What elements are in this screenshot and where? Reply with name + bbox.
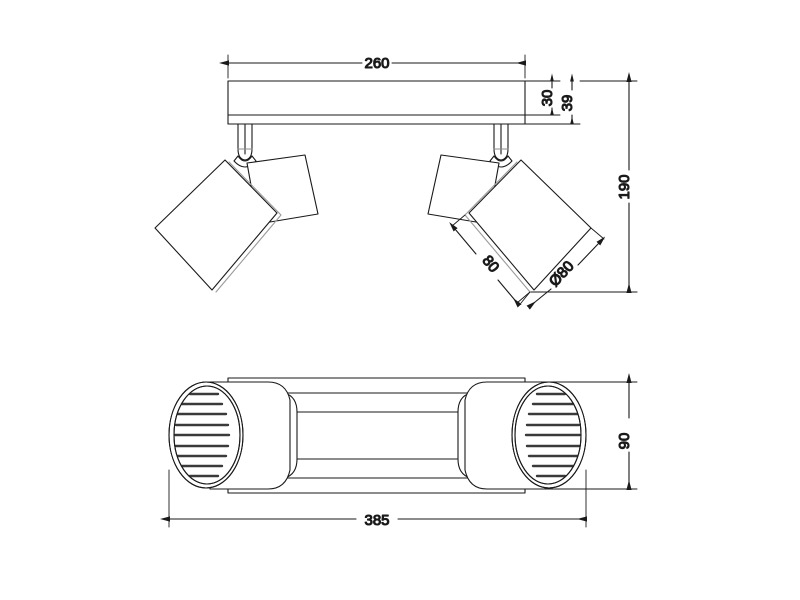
dimension-label-190: 190 xyxy=(616,174,633,199)
dimension-plate-body-height: 30 xyxy=(524,73,561,116)
lamp-body-left-plan xyxy=(168,381,291,490)
spotlight-arm-right xyxy=(493,123,509,161)
ceiling-plate xyxy=(227,80,526,125)
dimension-overall-length: 385 xyxy=(160,469,587,530)
dimension-label-30: 30 xyxy=(539,90,556,107)
grille-right xyxy=(524,392,582,478)
spotlight-arm-left xyxy=(237,123,253,161)
dimension-plate-total-height: 39 xyxy=(524,73,581,125)
grille-left xyxy=(173,392,231,478)
dimension-label-39: 39 xyxy=(559,95,576,112)
lamp-head-left xyxy=(154,159,282,293)
dimension-overall-depth: 90 xyxy=(544,373,638,490)
dimension-label-385: 385 xyxy=(364,512,389,529)
dimension-plate-width: 260 xyxy=(219,54,526,79)
center-tube xyxy=(284,392,471,479)
lamp-body-right-plan xyxy=(464,381,587,490)
spotlight-right xyxy=(427,123,592,293)
bottom-plan-view: 90 385 xyxy=(160,373,638,530)
front-elevation-view: 260 30 39 190 xyxy=(154,54,638,310)
spotlight-left xyxy=(154,123,319,293)
dimension-label-90: 90 xyxy=(616,433,633,450)
dimension-label-260: 260 xyxy=(364,55,389,72)
dimension-overall-height: 190 xyxy=(544,72,638,293)
